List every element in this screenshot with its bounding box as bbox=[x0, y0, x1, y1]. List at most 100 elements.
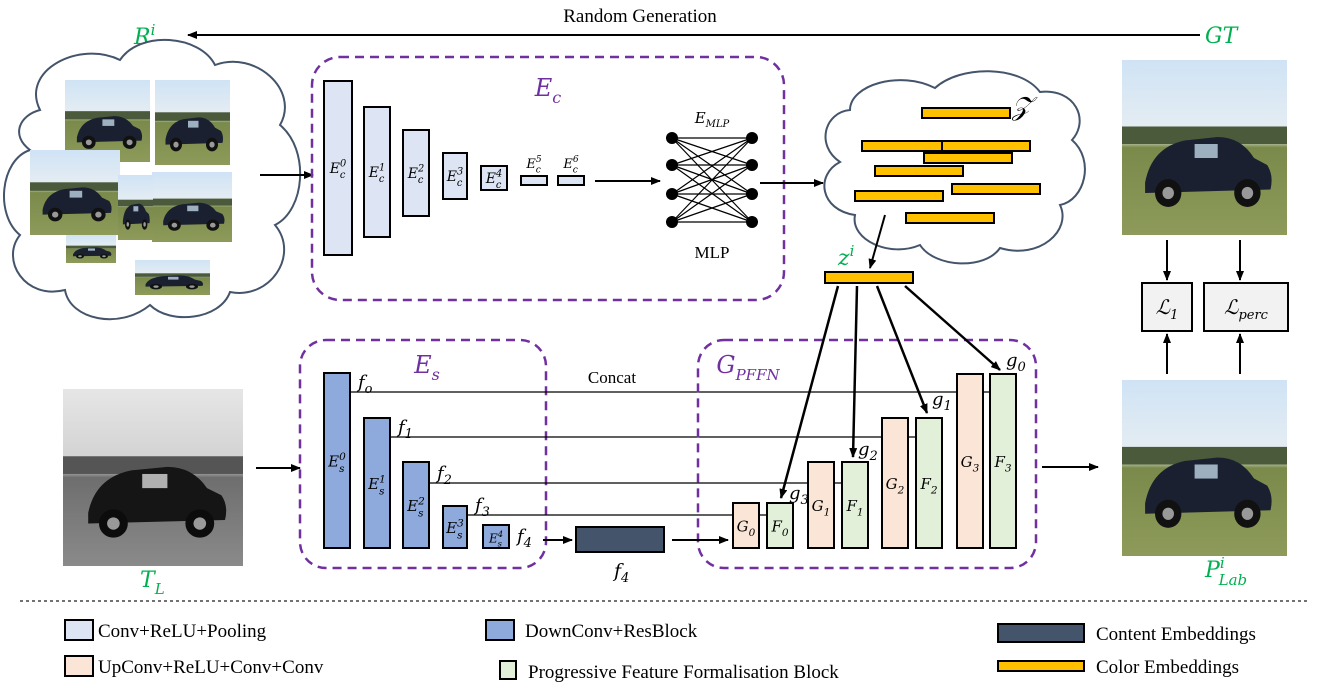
color-embedding-bar-2 bbox=[941, 140, 1031, 152]
ec-block-5 bbox=[520, 175, 548, 186]
generator-box bbox=[696, 338, 1038, 570]
legend-swatch-4 bbox=[499, 660, 517, 680]
ec-block-1 bbox=[363, 106, 391, 238]
concat-label: Concat bbox=[588, 368, 636, 387]
g-block-label-3: G3 bbox=[961, 453, 980, 475]
f-block-0 bbox=[766, 502, 794, 549]
mlp-node bbox=[746, 188, 758, 200]
es-block-0 bbox=[323, 372, 351, 549]
content-embedding-f4 bbox=[575, 526, 665, 553]
mlp-node bbox=[746, 159, 758, 171]
legend-label-4: Progressive Feature Formalisation Block bbox=[528, 662, 839, 683]
color-embedding-bar-5 bbox=[951, 183, 1041, 195]
random-generation-label: Random Generation bbox=[563, 6, 717, 27]
feature-label-1: f1 bbox=[396, 417, 413, 442]
ground-truth-image bbox=[1122, 60, 1287, 235]
f4-bottom-label: f4 bbox=[612, 560, 629, 586]
grayscale-input-image bbox=[63, 389, 243, 566]
perc-loss-box bbox=[1203, 282, 1289, 332]
g-block-3 bbox=[956, 373, 984, 549]
f-block-label-0: F0 bbox=[770, 518, 788, 540]
perc-loss-label: ℒperc bbox=[1224, 295, 1269, 323]
g-block-2 bbox=[881, 417, 909, 549]
style-encoder-title: Es bbox=[413, 351, 440, 384]
es-block-1 bbox=[363, 417, 391, 549]
mlp-node bbox=[746, 132, 758, 144]
color-embedding-bar-1 bbox=[861, 140, 951, 152]
color-embedding-bar-3 bbox=[923, 152, 1013, 164]
legend-swatch-5 bbox=[997, 660, 1085, 672]
g-block-0 bbox=[732, 502, 760, 549]
feature-label-2: f2 bbox=[435, 463, 452, 488]
color-embedding-bar-7 bbox=[905, 212, 995, 224]
legend: Conv+ReLU+Pooling DownConv+ResBlock Conten… bbox=[64, 619, 1256, 683]
tl-label: TL bbox=[140, 568, 165, 598]
ec-block-3 bbox=[442, 152, 468, 200]
f-block-3 bbox=[989, 373, 1017, 549]
output-image bbox=[1122, 380, 1287, 556]
legend-swatch-1 bbox=[485, 619, 515, 641]
es-block-4 bbox=[482, 524, 510, 549]
legend-label-3: UpConv+ReLU+Conv+Conv bbox=[98, 657, 324, 678]
es-block-3 bbox=[442, 505, 468, 549]
generator-title: GPFFN bbox=[716, 351, 780, 384]
legend-label-1: DownConv+ResBlock bbox=[525, 621, 698, 642]
emb-label-1: g2 bbox=[858, 439, 878, 464]
f-block-label-2: F2 bbox=[919, 475, 937, 497]
f-block-2 bbox=[915, 417, 943, 549]
legend-swatch-0 bbox=[64, 619, 94, 641]
input-patch-cloud bbox=[3, 39, 301, 321]
legend-swatch-3 bbox=[64, 655, 94, 677]
mlp-network bbox=[666, 132, 758, 228]
l1-loss-label: ℒ1 bbox=[1156, 295, 1179, 323]
f-block-1 bbox=[841, 461, 869, 549]
emb-label-2: g1 bbox=[932, 389, 952, 414]
mlp-node bbox=[666, 188, 678, 200]
feature-label-0: fo bbox=[356, 372, 373, 397]
emb-label-3: g0 bbox=[1006, 350, 1026, 375]
f-block-label-1: F1 bbox=[845, 497, 863, 519]
feature-label-3: f3 bbox=[473, 495, 490, 520]
mlp-node bbox=[746, 216, 758, 228]
ec-block-6 bbox=[557, 175, 585, 186]
f-block-label-3: F3 bbox=[993, 453, 1011, 475]
style-encoder-box bbox=[298, 338, 548, 570]
legend-label-2: Content Embeddings bbox=[1096, 624, 1256, 645]
mlp-node bbox=[666, 132, 678, 144]
color-embedding-arrow-0 bbox=[779, 285, 840, 499]
color-embedding-bar-4 bbox=[874, 165, 964, 177]
color-embedding-bars bbox=[854, 107, 1041, 224]
g-block-1 bbox=[807, 461, 835, 549]
feature-label-4: f4 bbox=[515, 526, 532, 551]
zi-embedding-bar bbox=[824, 271, 914, 284]
z-to-zi-arrow bbox=[868, 214, 886, 269]
color-embedding-arrow-1 bbox=[849, 285, 859, 458]
ec-block-0 bbox=[323, 80, 353, 256]
color-embedding-arrow-2 bbox=[875, 285, 929, 414]
content-encoder-title: Ec bbox=[534, 74, 562, 107]
legend-label-0: Conv+ReLU+Pooling bbox=[98, 621, 267, 642]
mlp-label: MLP bbox=[695, 243, 730, 262]
gt-label: GT bbox=[1205, 24, 1240, 49]
zi-label: zi bbox=[837, 242, 855, 271]
es-block-2 bbox=[402, 461, 430, 549]
mlp-title: EMLP bbox=[694, 109, 730, 130]
g-block-label-2: G2 bbox=[886, 475, 905, 497]
legend-swatch-2 bbox=[997, 623, 1085, 643]
mlp-node bbox=[666, 216, 678, 228]
